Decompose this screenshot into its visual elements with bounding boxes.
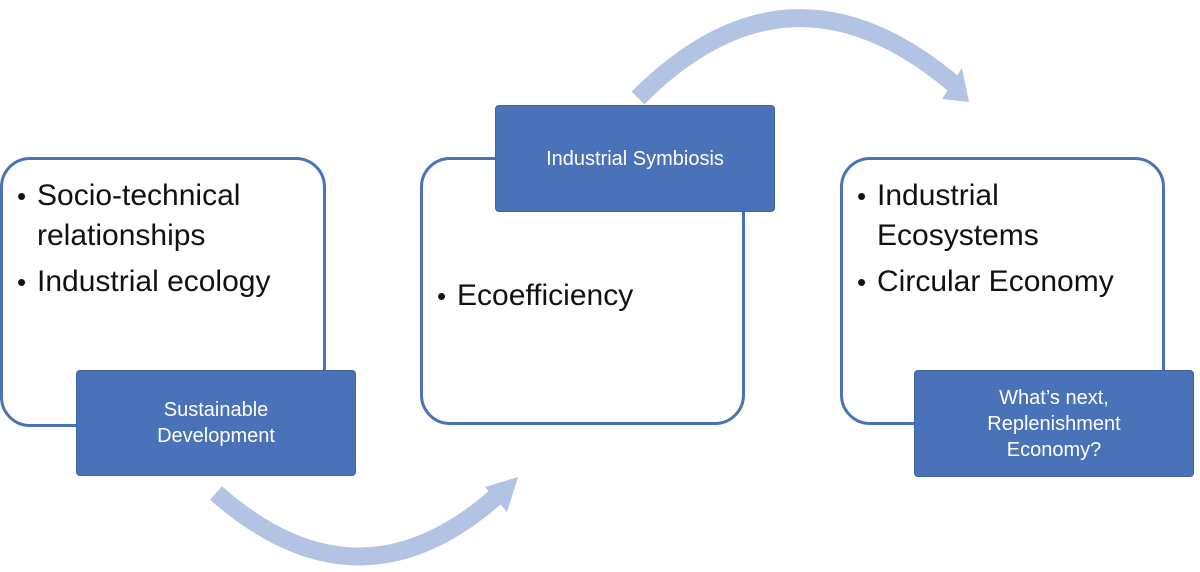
stage-3-bullets: Industrial Ecosystems Circular Economy (857, 176, 1152, 302)
stage-3-bullet: Circular Economy (857, 262, 1152, 302)
arrowhead-2-to-3 (942, 68, 969, 102)
arrowhead-1-to-2 (485, 477, 518, 512)
curved-arrow-2-to-3 (631, 9, 961, 105)
stage-3-card: Industrial Ecosystems Circular Economy (840, 157, 1165, 425)
stage-2-bullet: Ecoefficiency (437, 276, 732, 316)
stage-3-label: What’s next, Replenishment Economy? (914, 370, 1194, 477)
stage-2-bullets: Ecoefficiency (437, 276, 732, 316)
stage-3-bullet: Industrial Ecosystems (857, 176, 1152, 256)
stage-1-bullet: Socio-technical relationships (17, 176, 313, 256)
stage-1-label: Sustainable Development (76, 370, 356, 476)
stage-2-label: Industrial Symbiosis (495, 105, 775, 212)
curved-arrow-1-to-2 (210, 486, 507, 566)
stage-1-bullets: Socio-technical relationships Industrial… (17, 176, 313, 302)
stage-1-bullet: Industrial ecology (17, 262, 313, 302)
